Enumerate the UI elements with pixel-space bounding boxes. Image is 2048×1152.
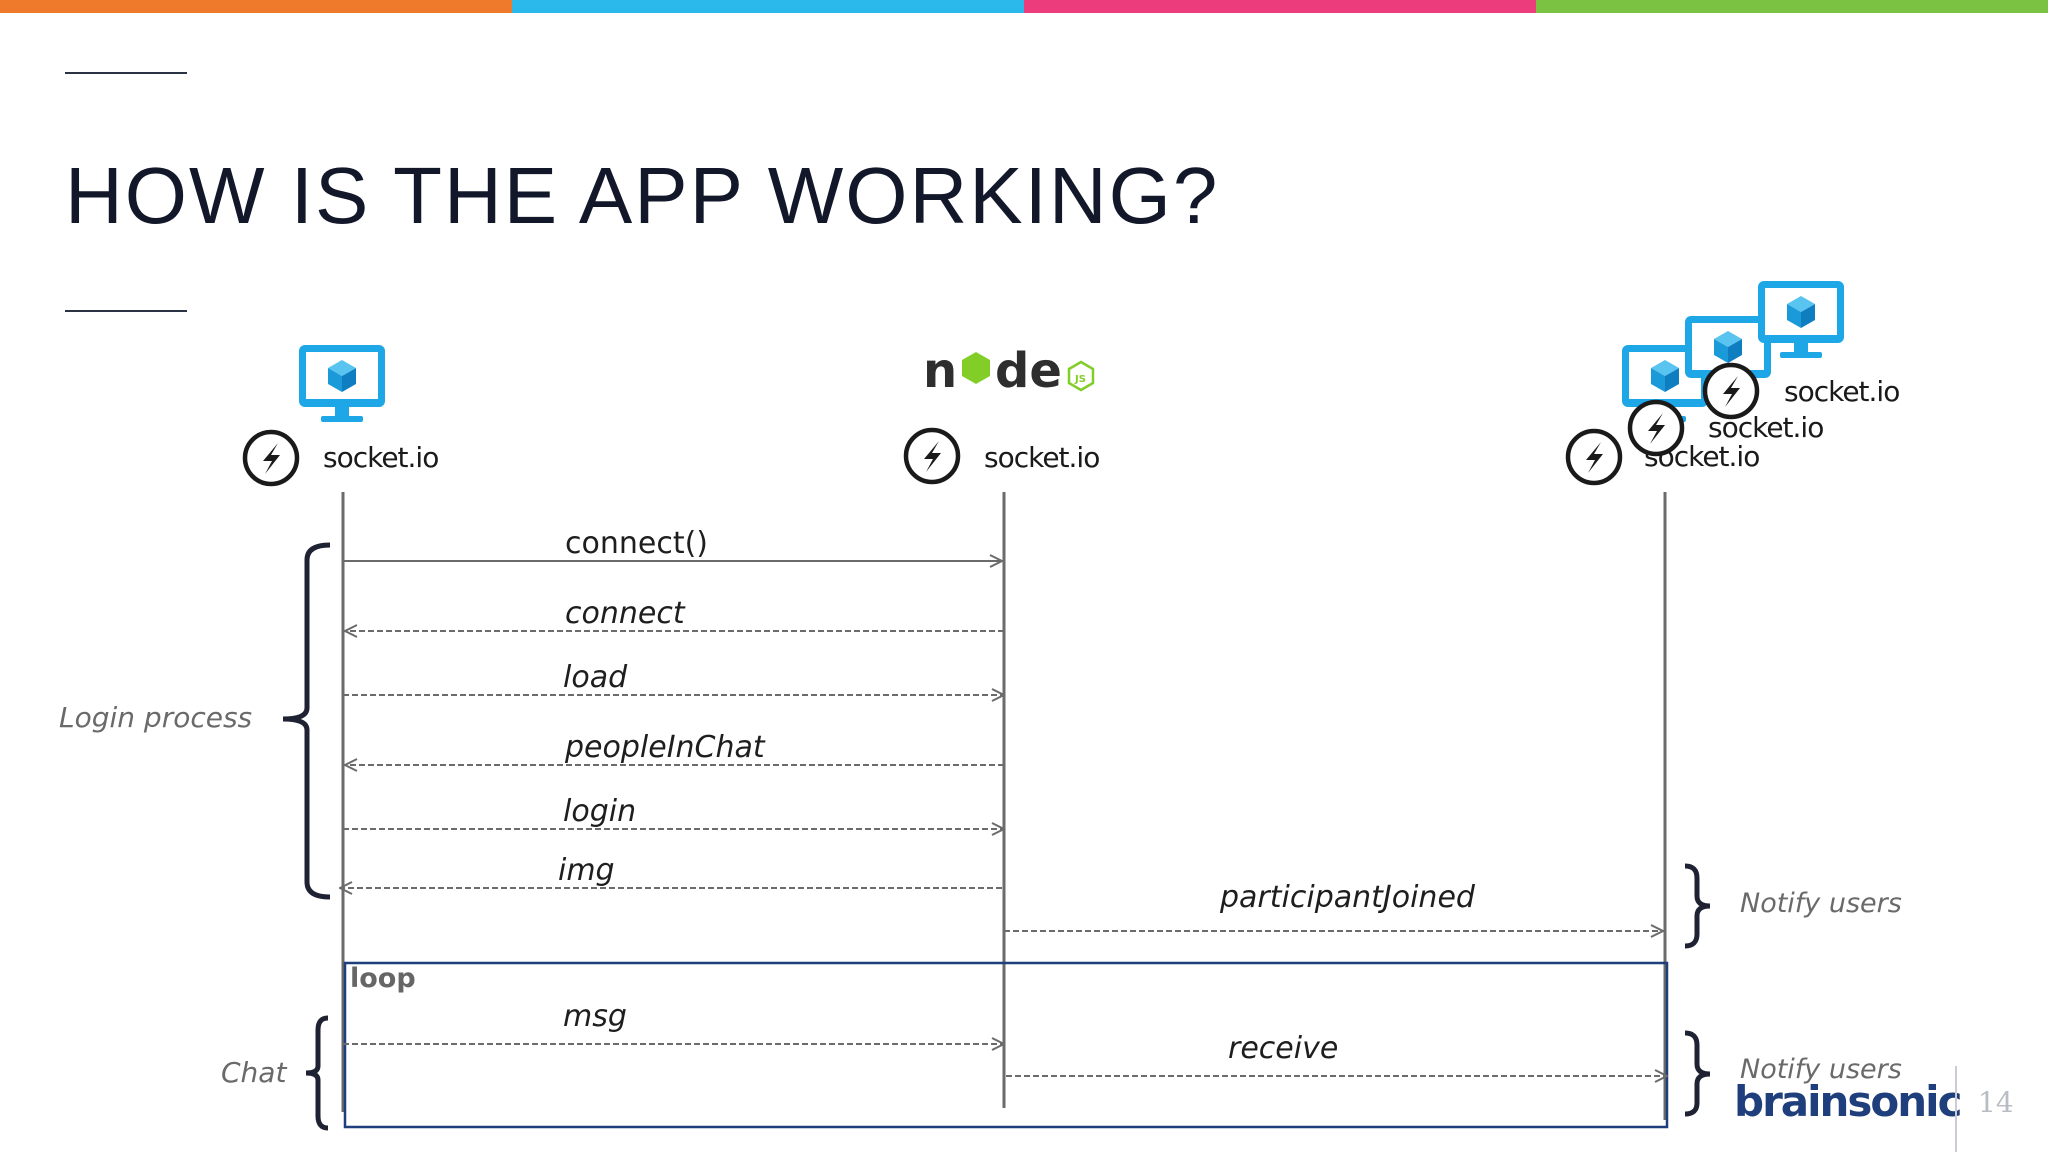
nodejs-suffix: JS bbox=[1074, 374, 1086, 385]
message-label: connect bbox=[565, 596, 686, 631]
others-socketio-icon bbox=[1630, 402, 1682, 454]
server-socketio-icon bbox=[906, 430, 958, 482]
others-label-3: socket.io bbox=[1784, 375, 1899, 408]
title-rule-bottom bbox=[65, 310, 187, 312]
message-label: connect() bbox=[565, 526, 708, 561]
client-label: socket.io bbox=[323, 441, 438, 474]
brainsonic-logo: brainsonic bbox=[1734, 1077, 1962, 1126]
client-monitor-icon bbox=[299, 345, 385, 422]
others-socketio-icon bbox=[1568, 431, 1620, 483]
others-socketio-icon bbox=[1705, 365, 1757, 417]
notify-users-annotation-2: Notify users bbox=[1740, 1054, 1902, 1085]
message-label: load bbox=[563, 660, 628, 695]
slide-title: HOW IS THE APP WORKING? bbox=[65, 151, 1220, 240]
login-bracket bbox=[282, 542, 331, 900]
top-bar-blue bbox=[512, 0, 1024, 13]
footer-divider bbox=[1955, 1066, 1957, 1152]
message-label: peopleInChat bbox=[564, 730, 766, 765]
message-label: img bbox=[558, 853, 615, 888]
message-label: login bbox=[563, 794, 636, 829]
svg-text:n: n bbox=[923, 343, 957, 399]
notify-users-annotation-1: Notify users bbox=[1740, 888, 1902, 919]
login-process-annotation: Login process bbox=[59, 701, 252, 734]
loop-label: loop bbox=[350, 963, 416, 994]
top-color-bar bbox=[0, 0, 2048, 13]
top-bar-orange bbox=[0, 0, 512, 13]
chat-annotation: Chat bbox=[221, 1056, 287, 1089]
server-label: socket.io bbox=[984, 441, 1099, 474]
title-rule-top bbox=[65, 72, 187, 74]
svg-text:de: de bbox=[995, 343, 1062, 399]
notify-bracket-2 bbox=[1684, 1030, 1711, 1117]
message-label: participantJoined bbox=[1219, 880, 1476, 915]
top-bar-pink bbox=[1024, 0, 1536, 13]
top-bar-green bbox=[1536, 0, 2048, 13]
client-socketio-icon bbox=[245, 432, 297, 484]
message-label: msg bbox=[563, 999, 627, 1034]
notify-bracket-1 bbox=[1684, 863, 1711, 949]
chat-bracket bbox=[305, 1015, 329, 1131]
message-label: receive bbox=[1228, 1031, 1338, 1066]
nodejs-logo: n de JS bbox=[923, 343, 1095, 399]
page-number: 14 bbox=[1978, 1086, 2014, 1119]
